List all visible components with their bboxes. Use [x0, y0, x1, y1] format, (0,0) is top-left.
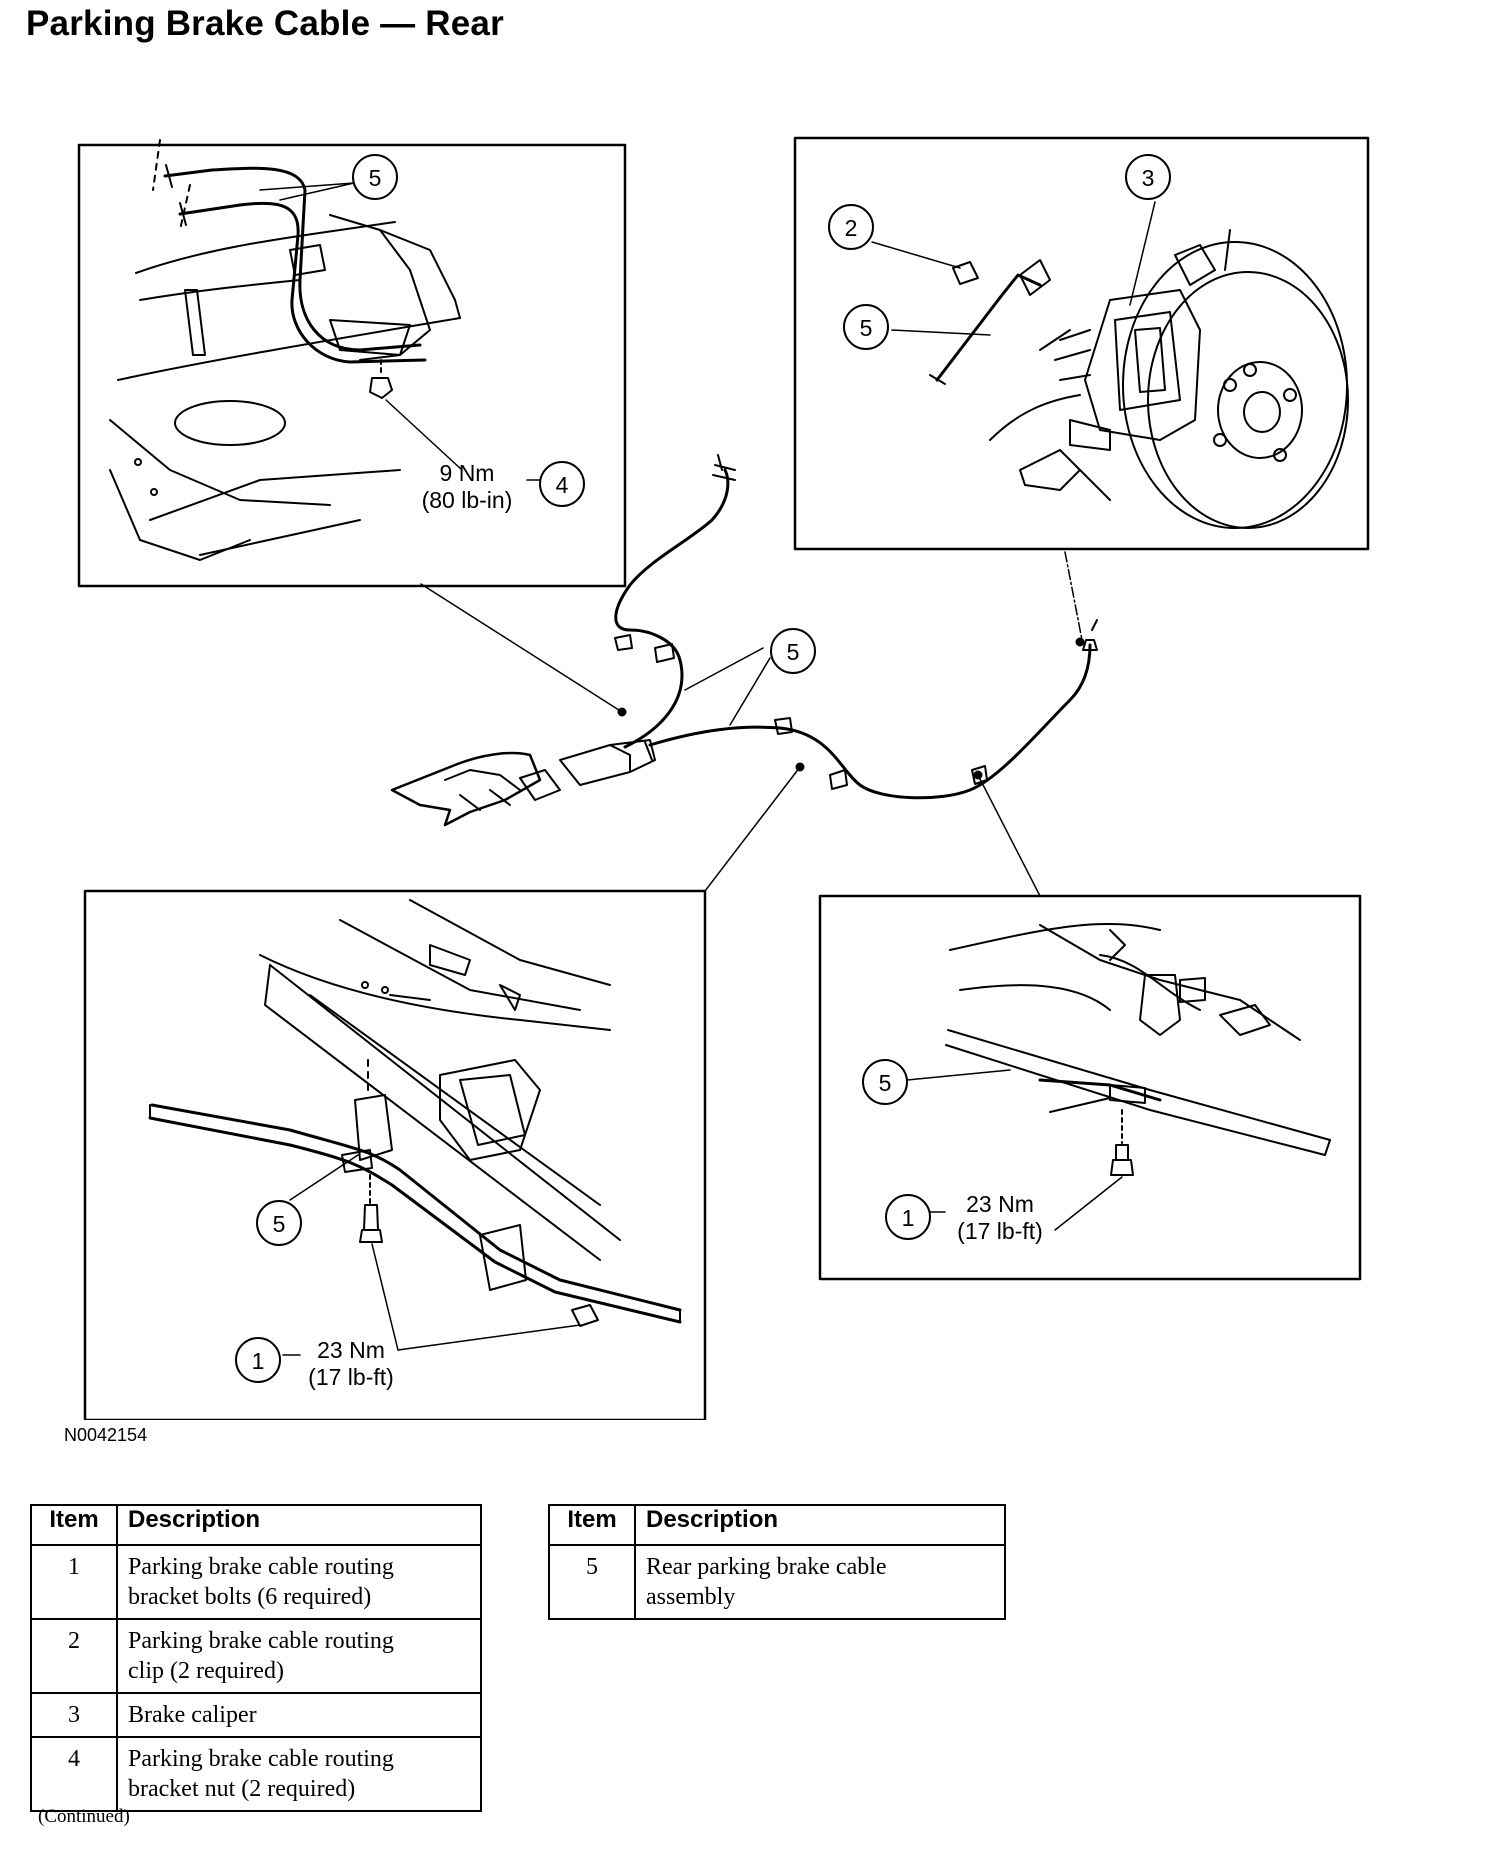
legend-item-description: Rear parking brake cable assembly — [634, 1544, 1006, 1620]
legend-description-line: bracket nut (2 required) — [128, 1776, 356, 1802]
legend-row: 3 Brake caliper — [30, 1692, 482, 1738]
legend-item-description: Parking brake cable routing bracket bolt… — [116, 1544, 482, 1620]
svg-text:3: 3 — [1142, 165, 1155, 191]
legend-description-line: bracket bolts (6 required) — [128, 1584, 372, 1610]
legend-item-description: Parking brake cable routing bracket nut … — [116, 1736, 482, 1812]
svg-text:23 Nm: 23 Nm — [317, 1337, 385, 1363]
callout-1-bottom-right: 1 — [885, 1194, 931, 1240]
svg-text:1: 1 — [902, 1205, 915, 1231]
legend-item-number: 2 — [30, 1618, 118, 1694]
main-cable-assembly — [390, 454, 1098, 897]
legend-item-number: 1 — [30, 1544, 118, 1620]
svg-text:(80 lb-in): (80 lb-in) — [422, 487, 513, 513]
callout-5-bottom-left: 5 — [256, 1200, 302, 1246]
legend-header-row: Item Description — [548, 1504, 1006, 1546]
legend-description-line: Rear parking brake cable — [646, 1554, 887, 1580]
detail-panel-axle-bracket — [818, 894, 1362, 1281]
callout-4: 4 — [539, 461, 585, 507]
legend-item-number: 3 — [30, 1692, 118, 1738]
svg-text:5: 5 — [369, 165, 382, 191]
cable-routing-illustration: 5 4 9 Nm (80 lb-in) 3 2 5 5 5 1 23 Nm (1… — [77, 136, 1370, 1420]
svg-text:1: 1 — [252, 1348, 265, 1374]
legend-item-description: Parking brake cable routing clip (2 requ… — [116, 1618, 482, 1694]
callout-5-center: 5 — [770, 628, 816, 674]
legend-item-number: 4 — [30, 1736, 118, 1812]
legend-header-description: Description — [116, 1504, 482, 1546]
callout-2: 2 — [828, 204, 874, 250]
svg-text:(17 lb-ft): (17 lb-ft) — [957, 1218, 1043, 1244]
torque-label-nut: 9 Nm (80 lb-in) — [422, 460, 513, 513]
svg-text:4: 4 — [556, 472, 569, 498]
legend-description-line: Parking brake cable routing — [128, 1628, 394, 1654]
legend-description-line: clip (2 required) — [128, 1658, 284, 1684]
continued-note: (Continued) — [38, 1806, 130, 1827]
svg-text:5: 5 — [273, 1211, 286, 1237]
legend-description-line: Brake caliper — [128, 1702, 257, 1728]
detail-panel-brake-caliper — [793, 136, 1370, 551]
svg-text:23 Nm: 23 Nm — [966, 1191, 1034, 1217]
svg-text:5: 5 — [860, 315, 873, 341]
legend-item-description: Brake caliper — [116, 1692, 482, 1738]
legend-table-left: Item Description 1 Parking brake cable r… — [30, 1504, 482, 1812]
callout-3: 3 — [1125, 154, 1171, 200]
legend-header-row: Item Description — [30, 1504, 482, 1546]
legend-row: 2 Parking brake cable routing clip (2 re… — [30, 1618, 482, 1694]
callout-5-top-left: 5 — [352, 154, 398, 200]
figure-code: N0042154 — [64, 1425, 148, 1445]
legend-item-number: 5 — [548, 1544, 636, 1620]
svg-text:2: 2 — [845, 215, 858, 241]
svg-text:5: 5 — [879, 1070, 892, 1096]
legend-table-right: Item Description 5 Rear parking brake ca… — [548, 1504, 1006, 1620]
svg-text:9 Nm: 9 Nm — [440, 460, 495, 486]
detail-panel-floor-brackets — [83, 889, 707, 1420]
legend-description-line: Parking brake cable routing — [128, 1746, 394, 1772]
callout-1-bottom-left: 1 — [235, 1337, 281, 1383]
torque-label-bolt-right: 23 Nm (17 lb-ft) — [957, 1191, 1043, 1244]
detail-panel-bracket-nut — [77, 139, 627, 588]
legend-header-item: Item — [30, 1504, 118, 1546]
legend-description-line: assembly — [646, 1584, 736, 1610]
legend-row: 4 Parking brake cable routing bracket nu… — [30, 1736, 482, 1812]
legend-header-item: Item — [548, 1504, 636, 1546]
legend-row: 1 Parking brake cable routing bracket bo… — [30, 1544, 482, 1620]
callout-5-bottom-right: 5 — [862, 1059, 908, 1105]
legend-row: 5 Rear parking brake cable assembly — [548, 1544, 1006, 1620]
svg-text:(17 lb-ft): (17 lb-ft) — [308, 1364, 394, 1390]
legend-description-line: Parking brake cable routing — [128, 1554, 394, 1580]
page-title: Parking Brake Cable — Rear — [26, 4, 504, 43]
torque-label-bolt-left: 23 Nm (17 lb-ft) — [308, 1337, 394, 1390]
legend-header-description: Description — [634, 1504, 1006, 1546]
svg-text:5: 5 — [787, 639, 800, 665]
callout-5-top-right: 5 — [843, 304, 889, 350]
